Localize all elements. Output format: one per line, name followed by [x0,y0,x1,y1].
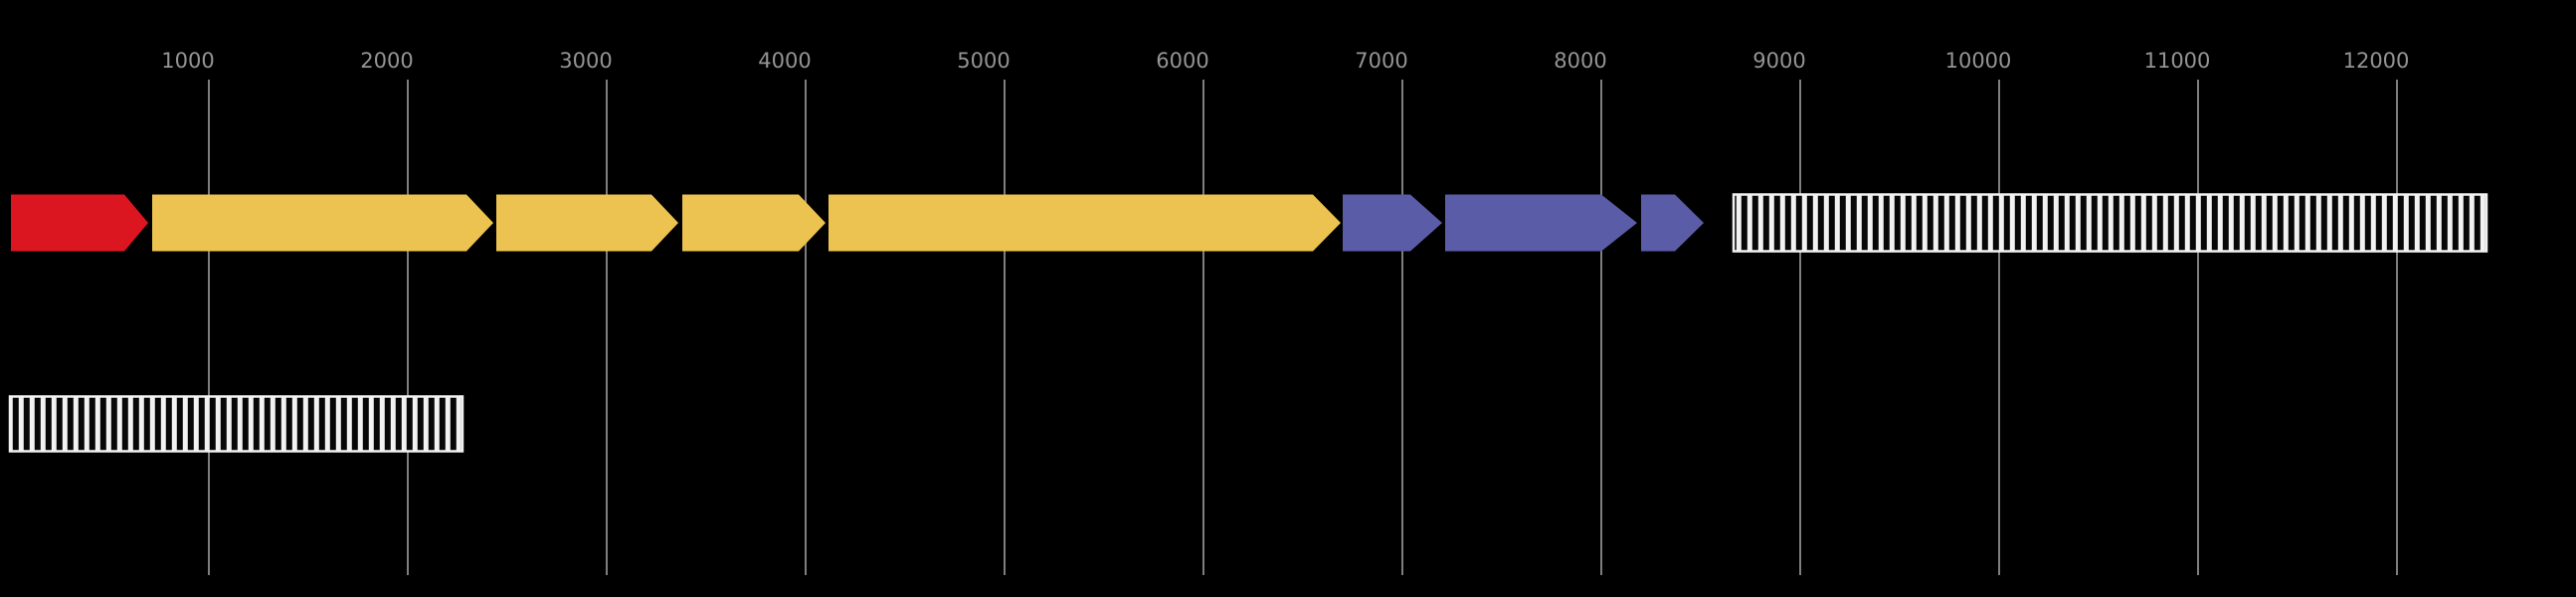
axis-tick-label-12000: 12000 [2343,49,2410,73]
axis-tick-label-6000: 6000 [1156,49,1208,73]
feature-arrow-track1-5 [828,194,1341,252]
axis-tick-label-4000: 4000 [758,49,811,73]
feature-hatched-box-track2-1 [8,395,464,453]
axis-tick-label-10000: 10000 [1945,49,2012,73]
feature-hatched-box-track1-9 [1732,193,2488,253]
feature-arrow-track1-3 [496,194,678,252]
axis-tick-label-1000: 1000 [161,49,214,73]
axis-tick-label-5000: 5000 [957,49,1010,73]
feature-arrow-track1-4 [682,194,826,252]
axis-tick-label-11000: 11000 [2144,49,2211,73]
axis-tick-label-9000: 9000 [1752,49,1805,73]
axis-tick-label-3000: 3000 [559,49,612,73]
feature-arrow-track1-1 [11,194,148,252]
feature-arrow-track1-8 [1641,194,1704,252]
axis-tick-label-8000: 8000 [1554,49,1606,73]
feature-arrow-track1-7 [1445,194,1637,252]
axis-tick-label-2000: 2000 [360,49,413,73]
feature-arrow-track1-6 [1343,194,1442,252]
axis-tick-label-7000: 7000 [1355,49,1407,73]
feature-arrow-track1-2 [152,194,493,252]
